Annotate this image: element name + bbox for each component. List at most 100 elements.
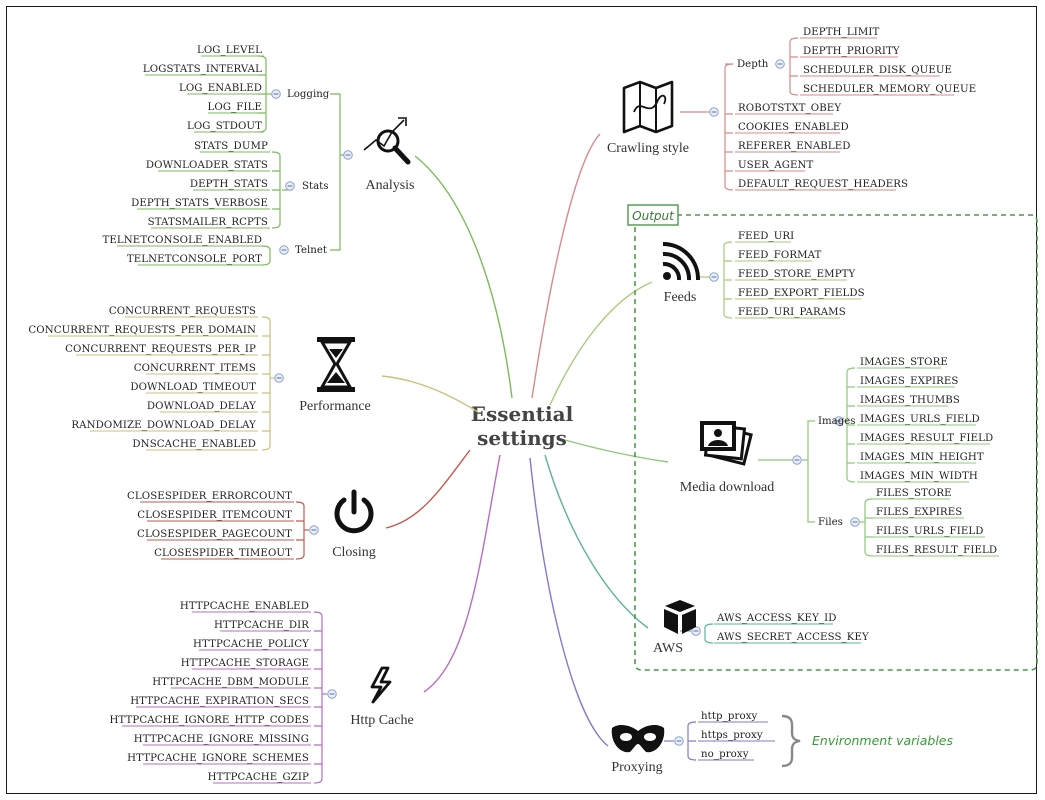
performance-item: DOWNLOAD_DELAY xyxy=(147,401,256,412)
media-download-toggle[interactable] xyxy=(792,455,802,465)
logging-label: Logging xyxy=(287,89,330,100)
aws-label: AWS xyxy=(653,641,683,656)
performance-label: Performance xyxy=(299,399,371,414)
feeds-item: FEED_URI_PARAMS xyxy=(738,307,846,318)
http-cache-item: HTTPCACHE_GZIP xyxy=(208,772,309,783)
http-cache-item: HTTPCACHE_DIR xyxy=(214,620,309,631)
files-toggle[interactable] xyxy=(850,517,860,527)
environment-variables-note: Environment variables xyxy=(812,733,953,748)
analysis-toggle[interactable] xyxy=(343,150,353,160)
output-box xyxy=(634,214,1038,671)
stats-item: DEPTH_STATS xyxy=(190,179,268,190)
output-tag xyxy=(627,204,679,226)
images-item: IMAGES_THUMBS xyxy=(860,395,960,406)
stats-item: STATS_DUMP xyxy=(194,141,268,152)
depth-label: Depth xyxy=(737,59,769,70)
branch-aws xyxy=(544,454,649,629)
http-cache-item: HTTPCACHE_STORAGE xyxy=(181,658,309,669)
performance-item: CONCURRENT_REQUESTS xyxy=(109,306,256,317)
branch-http-cache xyxy=(423,454,501,693)
depth-item: SCHEDULER_DISK_QUEUE xyxy=(803,65,952,76)
feeds-bracket xyxy=(723,241,733,319)
images-bracket xyxy=(846,367,856,483)
images-item: IMAGES_MIN_WIDTH xyxy=(860,471,978,482)
telnet-item: TELNETCONSOLE_ENABLED xyxy=(103,235,263,246)
crawling-item: REFERER_ENABLED xyxy=(738,141,851,152)
crawling-style-toggle[interactable] xyxy=(709,107,719,117)
stats-item: STATSMAILER_RCPTS xyxy=(148,217,268,228)
http-cache-item: HTTPCACHE_EXPIRATION_SECS xyxy=(130,696,309,707)
crawling-item: USER_AGENT xyxy=(738,160,814,171)
media-download-label: Media download xyxy=(680,480,774,495)
feeds-toggle[interactable] xyxy=(709,272,719,282)
performance-item: DOWNLOAD_TIMEOUT xyxy=(130,382,256,393)
performance-item: DNSCACHE_ENABLED xyxy=(132,439,256,450)
feeds-item: FEED_EXPORT_FIELDS xyxy=(738,288,865,299)
depth-item: SCHEDULER_MEMORY_QUEUE xyxy=(803,84,976,95)
logging-bracket xyxy=(257,55,267,133)
feeds-label: Feeds xyxy=(664,290,697,305)
curly-brace xyxy=(781,714,801,768)
files-item: FILES_STORE xyxy=(876,488,952,499)
logging-item: LOGSTATS_INTERVAL xyxy=(143,64,262,75)
power-icon xyxy=(334,489,374,534)
photos-icon xyxy=(700,421,753,466)
proxying-label: Proxying xyxy=(611,760,662,775)
depth-bracket xyxy=(789,37,799,96)
telnet-bracket xyxy=(261,245,271,266)
hourglass-icon xyxy=(317,337,355,392)
branch-feeds xyxy=(549,281,653,406)
images-item: IMAGES_STORE xyxy=(860,357,948,368)
logging-toggle[interactable] xyxy=(271,89,281,99)
files-label: Files xyxy=(818,517,843,528)
http-cache-item: HTTPCACHE_DBM_MODULE xyxy=(152,677,309,688)
crawling-item: COOKIES_ENABLED xyxy=(738,122,849,133)
files-item: FILES_EXPIRES xyxy=(876,507,962,518)
depth-item: DEPTH_PRIORITY xyxy=(803,46,900,57)
proxy-item: http_proxy xyxy=(701,711,758,722)
closing-toggle[interactable] xyxy=(309,525,319,535)
closing-item: CLOSESPIDER_PAGECOUNT xyxy=(137,529,292,540)
feeds-item: FEED_URI xyxy=(738,231,794,242)
proxying-toggle[interactable] xyxy=(674,736,684,746)
depth-item: DEPTH_LIMIT xyxy=(803,27,879,38)
performance-item: CONCURRENT_REQUESTS_PER_IP xyxy=(65,344,256,355)
branch-analysis xyxy=(414,155,513,399)
crawling-item: DEFAULT_REQUEST_HEADERS xyxy=(738,179,908,190)
images-label: Images xyxy=(818,416,856,427)
http-cache-toggle[interactable] xyxy=(327,689,337,699)
analysis-group-bracket xyxy=(330,93,348,251)
aws-item: AWS_SECRET_ACCESS_KEY xyxy=(716,632,869,643)
telnet-item: TELNETCONSOLE_PORT xyxy=(127,254,262,265)
proxy-item: no_proxy xyxy=(701,749,749,760)
branch-performance xyxy=(381,375,479,413)
center-title-line1: Essential xyxy=(471,402,574,426)
stats-item: DEPTH_STATS_VERBOSE xyxy=(131,198,268,209)
http-cache-bracket xyxy=(313,611,323,784)
stats-toggle[interactable] xyxy=(285,181,295,191)
logging-item: LOG_STDOUT xyxy=(187,121,262,132)
proxy-item: https_proxy xyxy=(701,730,763,741)
logging-item: LOG_FILE xyxy=(208,102,262,113)
aws-cube-icon xyxy=(664,600,696,634)
files-item: FILES_RESULT_FIELD xyxy=(876,545,997,556)
images-item: IMAGES_MIN_HEIGHT xyxy=(860,452,984,463)
telnet-toggle[interactable] xyxy=(279,245,289,255)
depth-toggle[interactable] xyxy=(775,59,785,69)
http-cache-label: Http Cache xyxy=(350,713,413,728)
performance-toggle[interactable] xyxy=(274,373,284,383)
center-title-line2: settings xyxy=(477,426,567,450)
performance-item: CONCURRENT_ITEMS xyxy=(134,363,256,374)
files-bracket xyxy=(864,498,874,557)
branch-proxying xyxy=(529,457,609,747)
crawling-item: ROBOTSTXT_OBEY xyxy=(738,103,841,114)
closing-label: Closing xyxy=(332,545,376,560)
map-icon xyxy=(622,80,674,134)
aws-item: AWS_ACCESS_KEY_ID xyxy=(716,613,837,624)
crawling-style-bracket xyxy=(724,63,734,191)
images-item: IMAGES_EXPIRES xyxy=(860,376,959,387)
rss-feed-icon xyxy=(662,242,701,281)
logging-item: LOG_LEVEL xyxy=(197,45,262,56)
mask-icon xyxy=(611,724,665,753)
